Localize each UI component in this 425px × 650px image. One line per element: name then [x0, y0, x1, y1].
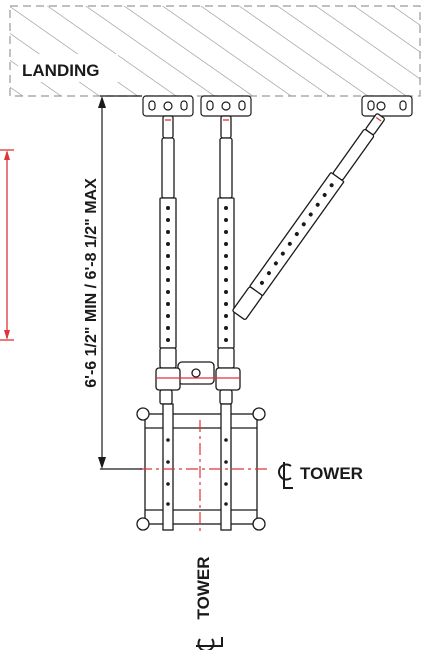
tie-bar-left-holes — [166, 206, 170, 342]
tower-clamp-assembly — [155, 361, 241, 405]
centerline-icon — [278, 462, 293, 489]
centerline-icon-bottom — [196, 637, 223, 650]
wall-bracket-middle — [200, 95, 252, 117]
height-dimension-label: 6'-6 1/2" MIN / 6'-8 1/2" MAX — [83, 178, 100, 388]
tower-label-right: TOWER — [300, 464, 363, 483]
landing-slab — [9, 5, 421, 97]
diagonal-brace — [232, 113, 385, 320]
adjustment-range-indicator — [0, 149, 14, 341]
landing-label: LANDING — [22, 61, 99, 80]
tower-section-holes — [166, 438, 228, 506]
tower-label-bottom: TOWER — [194, 557, 213, 620]
tie-bar-middle-holes — [224, 206, 228, 342]
tower-section — [136, 403, 266, 531]
tie-bar-left — [159, 115, 177, 369]
height-dimension — [98, 95, 142, 470]
wall-bracket-right — [361, 95, 413, 117]
wall-bracket-left — [142, 95, 194, 117]
tie-bar-middle — [217, 115, 235, 369]
